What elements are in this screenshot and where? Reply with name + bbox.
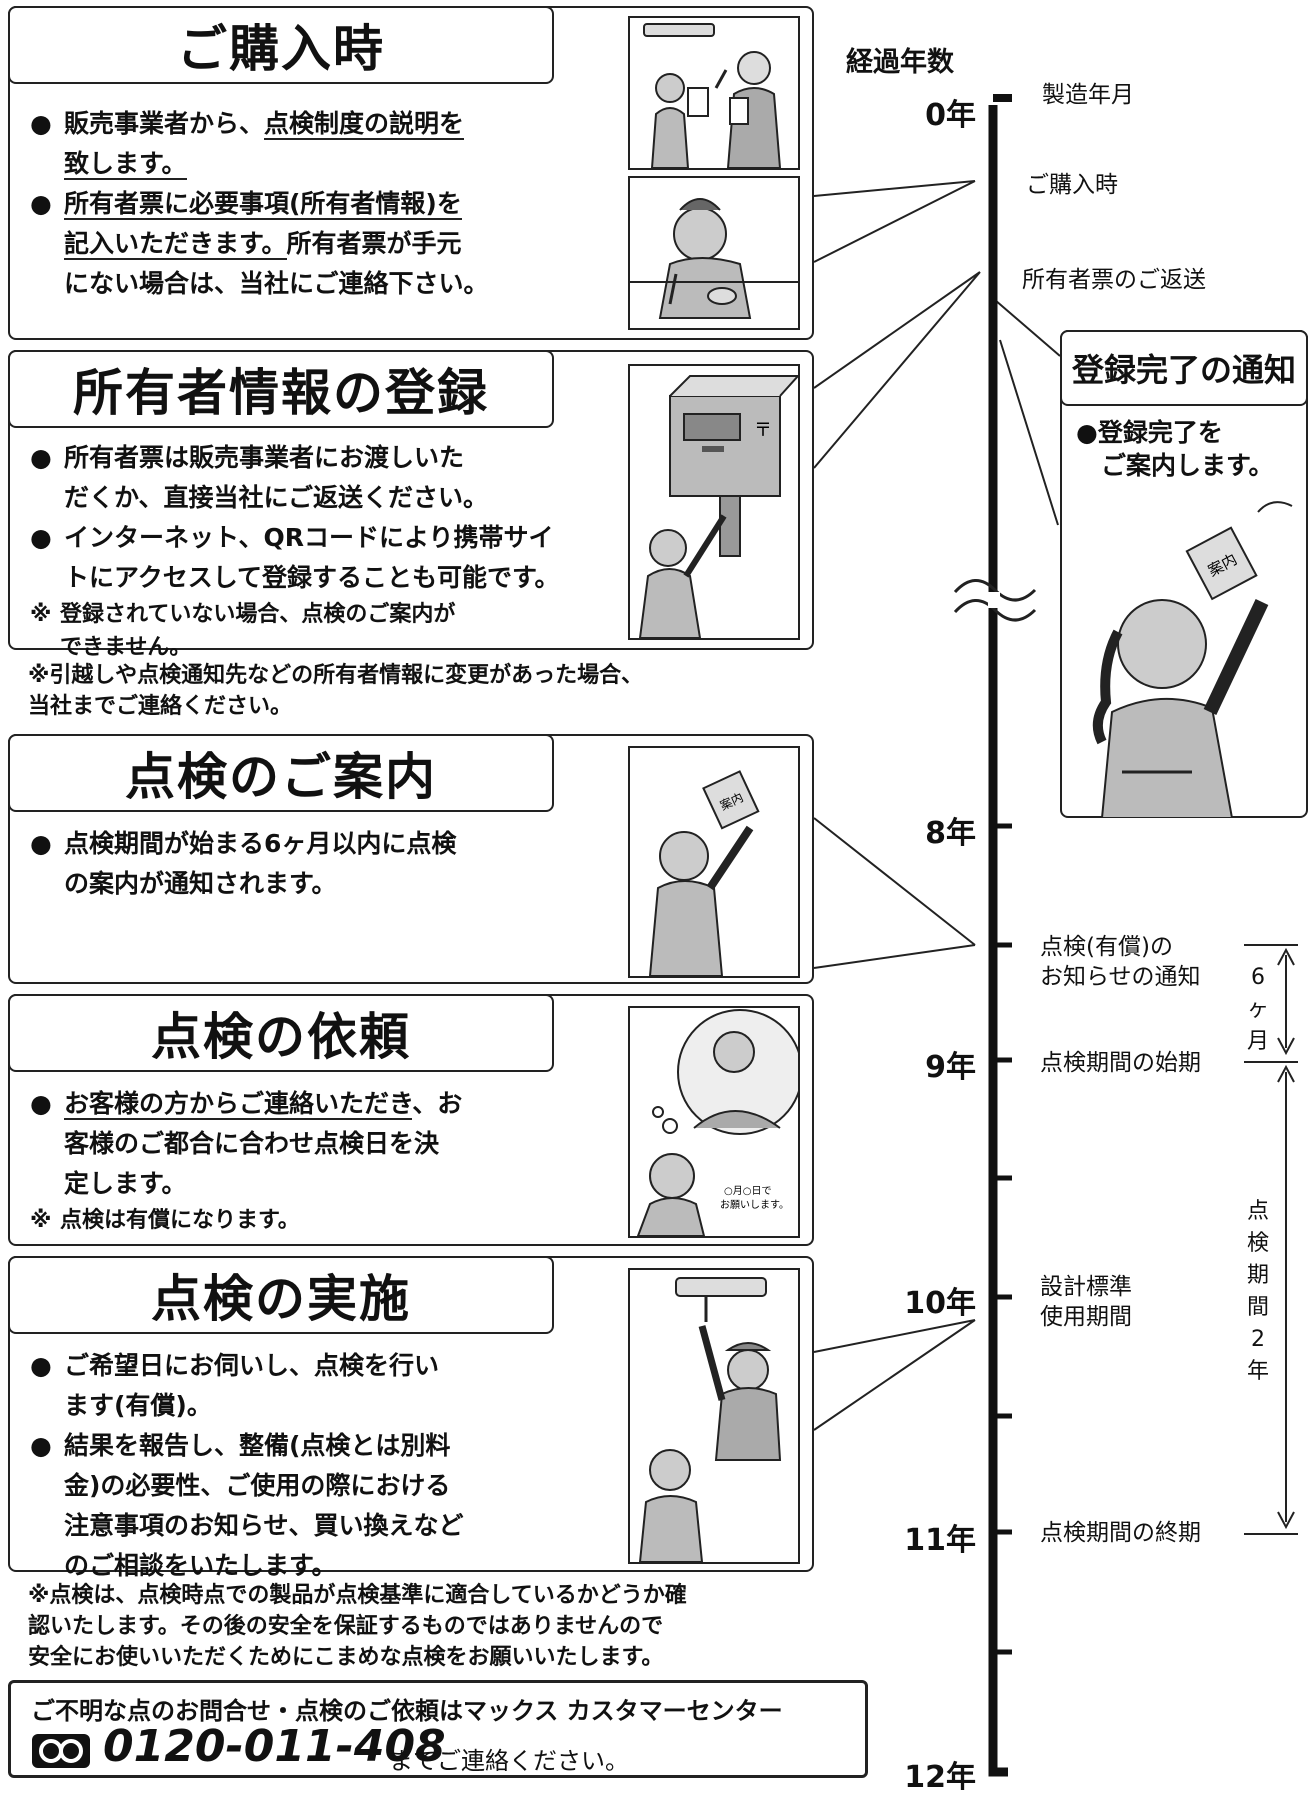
panel-title: 点検の実施: [8, 1256, 554, 1334]
timeline-purchase: ご購入時: [1026, 172, 1118, 198]
six-month-label: 6 ヶ 月: [1246, 962, 1270, 1058]
panel-title: 所有者情報の登録: [8, 350, 554, 428]
year-label-9: 9年: [925, 1050, 976, 1085]
freedial-icon: [31, 1733, 91, 1773]
panel-body: 販売事業者から、点検制度の説明を致します。所有者票に必要事項(所有者情報)を記入…: [30, 104, 600, 304]
note-item: 点検は有償になります。: [30, 1204, 610, 1237]
bullet-item: 所有者票に必要事項(所有者情報)を記入いただきます。所有者票が手元にない場合は、…: [30, 184, 600, 304]
year-label-12: 12年: [904, 1760, 976, 1795]
timeline-period-end: 点検期間の終期: [1040, 1520, 1201, 1546]
two-year-label: 点 検 期 間 2 年: [1246, 1196, 1270, 1388]
panel-title: ご購入時: [8, 6, 554, 84]
note-safety: ※点検は、点検時点での製品が点検基準に適合しているかどうか確 認いたします。その…: [28, 1583, 687, 1670]
contact-line: ご不明な点のお問合せ・点検のご依頼はマックス カスタマーセンター: [31, 1697, 783, 1725]
phone-number[interactable]: 0120-011-408: [103, 1721, 446, 1772]
timeline-manufacture: 製造年月: [1042, 82, 1134, 108]
registration-title: 登録完了の通知: [1060, 330, 1308, 406]
contact-box: ご不明な点のお問合せ・点検のご依頼はマックス カスタマーセンター 0120-01…: [8, 1680, 868, 1778]
panel-body: ご希望日にお伺いし、点検を行います(有償)。結果を報告し、整備(点検とは別料金)…: [30, 1346, 610, 1586]
panel-title: 点検の依頼: [8, 994, 554, 1072]
registration-callout: 登録完了の通知 ●登録完了を ご案内します。 案内: [1060, 330, 1308, 818]
panel-body: お客様の方からご連絡いただき、お客様のご都合に合わせ点検日を決定します。点検は有…: [30, 1084, 610, 1237]
panel-body: 所有者票は販売事業者にお渡しいただくか、直接当社にご返送ください。インターネット…: [30, 438, 610, 664]
registration-text: ●登録完了を ご案内します。: [1076, 418, 1274, 480]
illustration-purchase-explanation: [628, 16, 800, 170]
illustration-mailbox: 〒: [628, 364, 800, 640]
bullet-item: 結果を報告し、整備(点検とは別料金)の必要性、ご使用の際における注意事項のお知ら…: [30, 1426, 610, 1586]
year-label-11: 11年: [904, 1523, 976, 1558]
panel-registration: 所有者情報の登録 所有者票は販売事業者にお渡しいただくか、直接当社にご返送くださ…: [8, 350, 814, 660]
panel-inspection-request: 点検の依頼 お客様の方からご連絡いただき、お客様のご都合に合わせ点検日を決定しま…: [8, 994, 814, 1246]
year-label-0: 0年: [925, 98, 976, 133]
note-change-info: ※引越しや点検通知先などの所有者情報に変更があった場合、 当社までご連絡ください…: [28, 663, 644, 719]
panel-title: 点検のご案内: [8, 734, 554, 812]
svg-text:〒: 〒: [754, 420, 772, 441]
illustration-phone-call: ○月○日で お願いします。: [628, 1006, 800, 1238]
year-label-8: 8年: [925, 816, 976, 851]
illustration-filling-form: [628, 176, 800, 330]
bubble-text-line-2: お願いします。: [720, 1199, 789, 1211]
timeline-period-start: 点検期間の始期: [1040, 1050, 1201, 1076]
contact-suffix: までご連絡ください。: [389, 1747, 629, 1775]
illustration-notice-received: 案内: [628, 746, 800, 978]
timeline-design-life: 設計標準 使用期間: [1040, 1274, 1132, 1330]
timeline-notice: 点検(有償)の お知らせの通知: [1040, 934, 1201, 990]
panel-inspection-execution: 点検の実施 ご希望日にお伺いし、点検を行います(有償)。結果を報告し、整備(点検…: [8, 1256, 814, 1580]
illustration-technician: [628, 1268, 800, 1564]
bubble-text-line-1: ○月○日で: [724, 1185, 771, 1197]
timeline-return: 所有者票のご返送: [1022, 267, 1206, 293]
timeline-header: 経過年数: [846, 47, 954, 78]
year-label-10: 10年: [904, 1286, 976, 1321]
registration-illustration: 案内: [1092, 501, 1293, 818]
panel-purchase: ご購入時 販売事業者から、点検制度の説明を致します。所有者票に必要事項(所有者情…: [8, 6, 814, 340]
